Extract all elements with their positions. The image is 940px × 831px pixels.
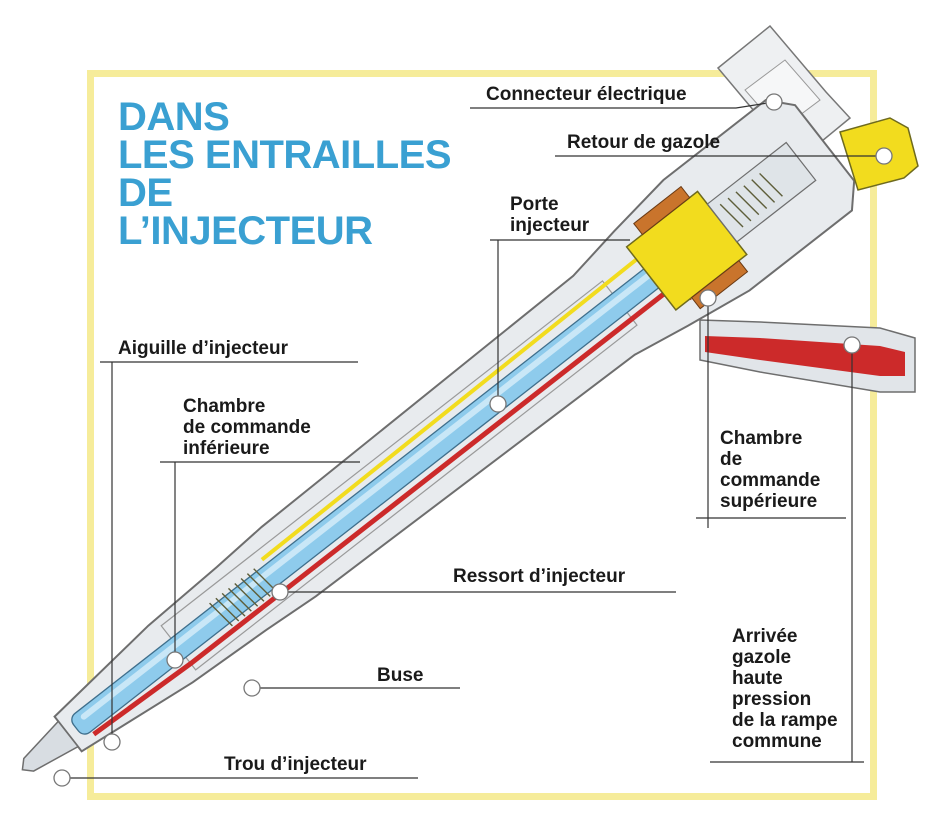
yellow-frame [87, 70, 877, 800]
title-line-2: LES ENTRAILLES [118, 133, 452, 177]
label-arrivee-line-3: haute [732, 668, 783, 689]
label-chambre-inferieure: Chambre de commande inférieure [183, 396, 311, 459]
label-retour-text: Retour de gazole [567, 132, 721, 153]
dot-porte [489, 395, 507, 413]
needle-highlight [80, 255, 674, 720]
dot-arrivee [843, 336, 861, 354]
label-chambre-inf-line-1: Chambre [183, 396, 266, 417]
label-ressort-text: Ressort d’injecteur [453, 566, 626, 587]
label-chambre-inf-line-3: inférieure [183, 438, 270, 459]
label-ressort-injecteur: Ressort d’injecteur [453, 566, 625, 587]
label-porte-injecteur: Porte injecteur [510, 194, 589, 236]
dot-ressort [271, 583, 289, 601]
dot-buse [243, 679, 261, 697]
nozzle-tip [21, 720, 80, 772]
high-pressure-inlet [699, 319, 916, 393]
dot-trou [53, 769, 71, 787]
label-chambre-superieure: Chambre de commande supérieure [720, 428, 820, 512]
solenoid-coil-top [633, 185, 691, 236]
label-arrivee-line-4: pression [732, 689, 812, 710]
label-arrivee-line-1: Arrivée [732, 626, 798, 647]
label-arrivee-line-5: de la rampe [732, 710, 838, 731]
label-connecteur-text: Connecteur électrique [486, 84, 687, 105]
label-chambre-sup-line-4: supérieure [720, 491, 818, 512]
callout-dots [53, 93, 893, 787]
solenoid-spring [719, 172, 783, 228]
label-chambre-sup-line-3: commande [720, 470, 821, 491]
dot-connecteur [765, 93, 783, 111]
label-arrivee-line-6: commune [732, 731, 822, 752]
label-connecteur-electrique: Connecteur électrique [486, 84, 687, 105]
dot-aiguille [103, 733, 121, 751]
leader-lines [62, 101, 884, 779]
dot-chambre-sup [699, 289, 717, 307]
label-trou-text: Trou d’injecteur [224, 754, 367, 775]
label-retour-gazole: Retour de gazole [567, 132, 720, 153]
label-aiguille-text: Aiguille d’injecteur [118, 338, 288, 359]
title-line-1: DANS [118, 95, 230, 139]
page-title: DANS LES ENTRAILLES DE L’INJECTEUR [118, 95, 452, 253]
control-valve-body [706, 141, 817, 243]
label-porte-line-1: Porte [510, 194, 559, 215]
title-line-4: L’INJECTEUR [118, 209, 373, 253]
label-chambre-sup-line-2: de [720, 449, 743, 470]
dot-retour [875, 147, 893, 165]
label-trou-injecteur: Trou d’injecteur [224, 754, 367, 775]
label-chambre-sup-line-1: Chambre [720, 428, 803, 449]
dot-chambre-inf [166, 651, 184, 669]
title-line-3: DE [118, 171, 173, 215]
label-arrivee-gazole: Arrivée gazole haute pression de la ramp… [732, 626, 838, 752]
label-arrivee-line-2: gazole [732, 647, 792, 668]
label-buse: Buse [377, 665, 423, 686]
label-porte-line-2: injecteur [510, 215, 590, 236]
label-buse-text: Buse [377, 665, 424, 686]
label-chambre-inf-line-2: de commande [183, 417, 311, 438]
label-aiguille-injecteur: Aiguille d’injecteur [118, 338, 288, 359]
